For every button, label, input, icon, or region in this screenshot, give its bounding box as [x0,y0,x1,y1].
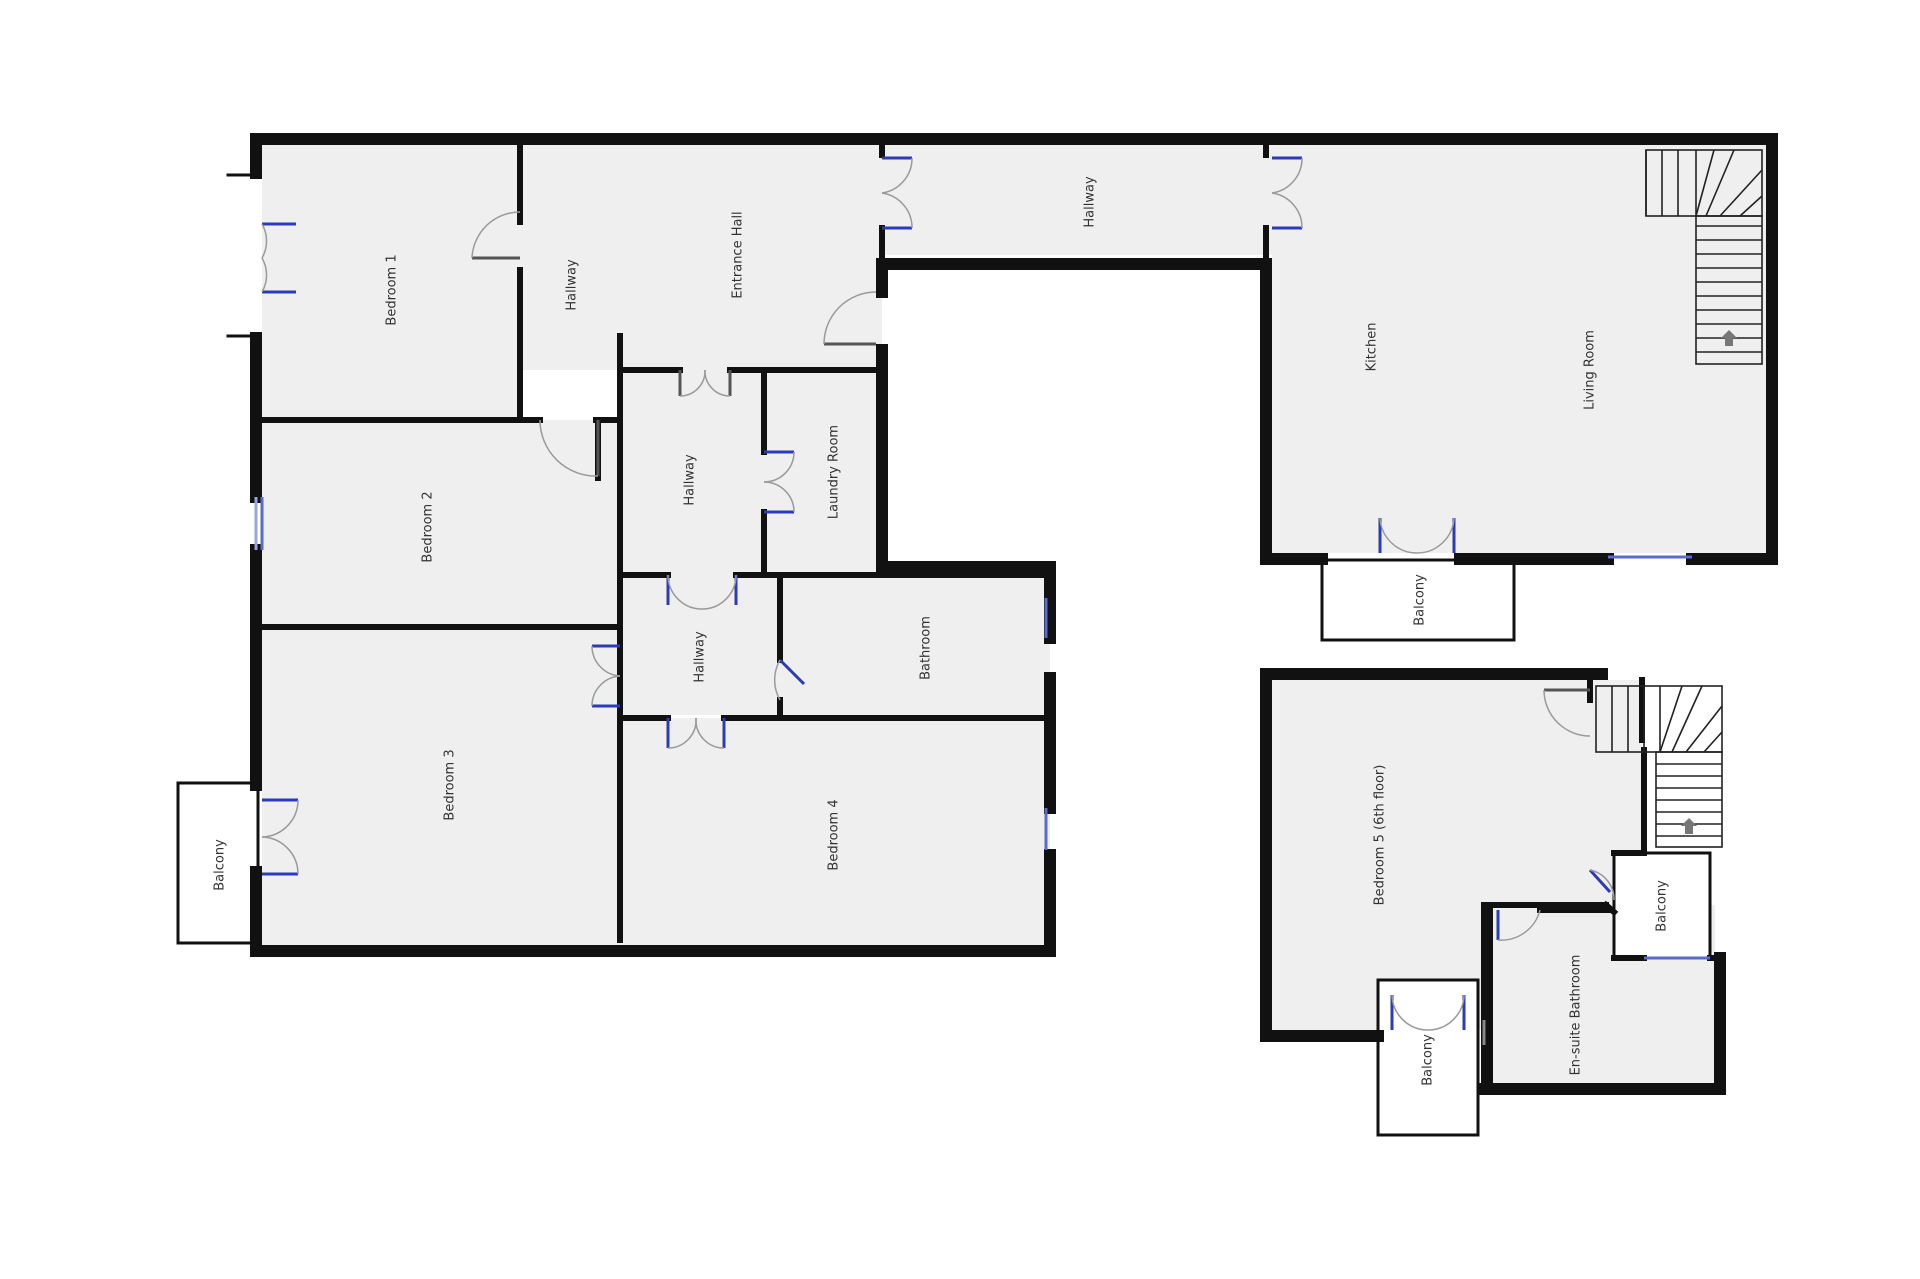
windows [254,497,1710,1045]
label-balcony-bedroom-5: Balcony [1421,1034,1436,1086]
staircase-upper [1645,149,1763,365]
floor-bedroom-4 [620,718,1050,945]
floor-hallway-mid [620,370,882,575]
label-bedroom-2: Bedroom 2 [421,491,436,562]
label-balcony-kitchen: Balcony [1413,574,1428,626]
room-floors [262,145,1766,1083]
floor-bathroom [780,575,1050,715]
label-bedroom-5: Bedroom 5 (6th floor) [1373,765,1388,906]
label-hallway-left: Hallway [565,259,580,311]
stairs-up-arrow-upper [1721,330,1737,346]
label-entrance-hall: Entrance Hall [731,211,746,298]
floor-bedroom-1 [262,145,520,417]
balcony-kitchen-outline [1320,558,1516,642]
floor-hallway-top [882,145,1272,255]
label-ensuite-bathroom: En-suite Bathroom [1569,955,1584,1076]
door-stubs [226,173,258,338]
doors [261,156,1615,1031]
room-labels: Bedroom 1 Hallway Entrance Hall Hallway … [213,176,1670,1086]
stairs-up-arrow-lower [1681,818,1697,834]
label-hallway-lower: Hallway [693,631,708,683]
label-hallway-mid: Hallway [683,454,698,506]
floor-bedroom-3 [262,627,620,945]
exterior-walls [250,133,1778,1095]
label-bedroom-4: Bedroom 4 [827,799,842,870]
label-kitchen: Kitchen [1365,323,1380,372]
floor-hallway-lower [620,575,780,715]
label-balcony-right: Balcony [1655,880,1670,932]
balcony-right-outline [1612,851,1712,960]
label-bedroom-1: Bedroom 1 [385,254,400,325]
label-hallway-top: Hallway [1083,176,1098,228]
label-bedroom-3: Bedroom 3 [443,749,458,820]
floor-entrance-hall [520,145,882,370]
label-laundry-room: Laundry Room [827,425,842,519]
floor-kitchen-living [1272,145,1766,553]
label-bathroom: Bathroom [919,616,934,680]
floor-bedroom-2 [262,420,620,624]
label-balcony-left: Balcony [213,839,228,891]
label-living-room: Living Room [1583,330,1598,410]
balcony-left-outline [176,781,260,945]
